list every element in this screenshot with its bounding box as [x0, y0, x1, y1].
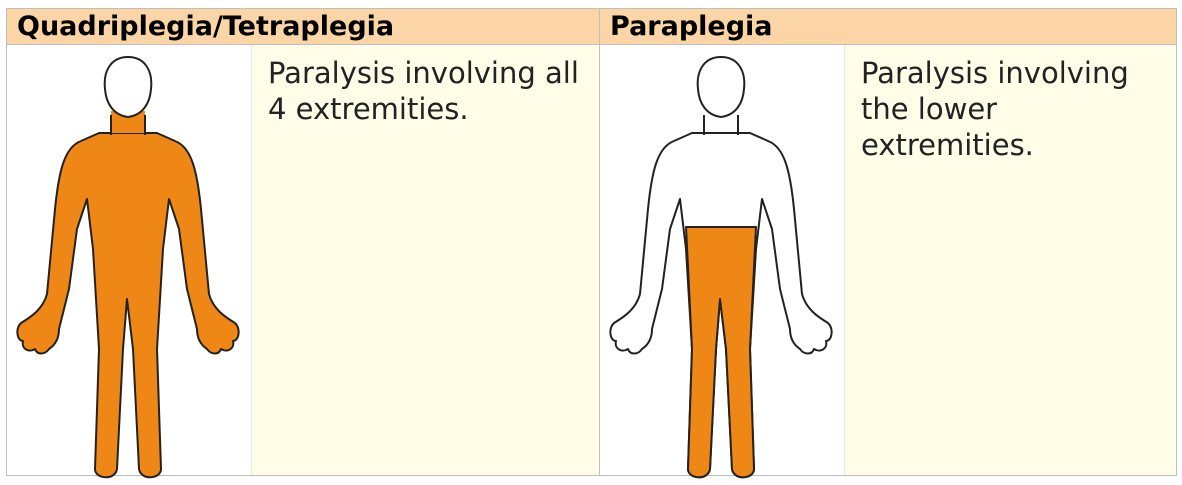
- quadriplegia-body: Paralysis involving all 4 extremities.: [7, 45, 599, 475]
- paraplegia-figure: [600, 45, 845, 475]
- quadriplegia-column: Quadriplegia/Tetraplegia Paralysis invol…: [7, 9, 600, 475]
- paralysis-types-table: Quadriplegia/Tetraplegia Paralysis invol…: [6, 8, 1177, 476]
- quadriplegia-description: Paralysis involving all 4 extremities.: [252, 45, 599, 475]
- paraplegia-description: Paralysis involving the lower extremitie…: [845, 45, 1176, 475]
- paraplegia-heading: Paraplegia: [600, 9, 1176, 45]
- body-silhouette-full-shaded-icon: [7, 49, 252, 485]
- body-silhouette-lower-shaded-icon: [600, 49, 845, 485]
- paraplegia-column: Paraplegia Paralysis in: [600, 9, 1176, 475]
- quadriplegia-heading: Quadriplegia/Tetraplegia: [7, 9, 599, 45]
- paraplegia-body: Paralysis involving the lower extremitie…: [600, 45, 1176, 475]
- quadriplegia-figure: [7, 45, 252, 475]
